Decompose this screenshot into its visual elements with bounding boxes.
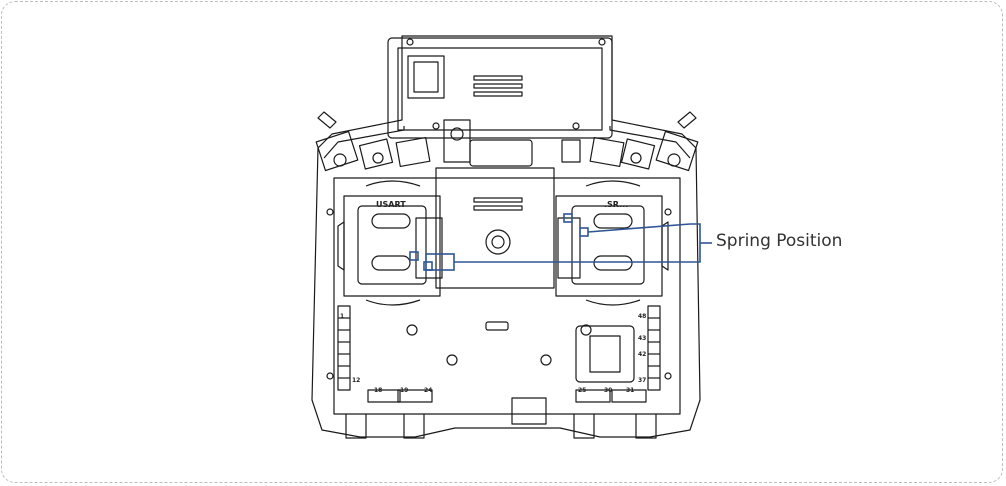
spring-marker-right-1 [563,213,573,223]
pin-label-1: 1 [340,313,344,320]
left-gimbal [337,180,443,306]
sr-label: .SR... [604,200,628,209]
bottom-connector-2 [397,389,433,403]
pin-label-18: 18 [374,387,382,394]
pin-label-24: 24 [424,387,432,394]
callout-bracket [690,223,701,263]
spring-position-label: Spring Position [716,231,843,251]
bottom-connector-3 [575,389,611,403]
pin-label-43: 43 [638,335,646,342]
lower-right-module [575,325,635,383]
left-shoulder-switches [315,111,431,172]
pin-label-12: 12 [352,377,360,384]
spring-marker-left-1 [409,251,419,261]
right-gimbal [555,180,669,306]
right-side-connector [647,305,661,391]
spring-marker-right-2 [579,227,589,237]
spring-position-highlights [409,213,712,271]
usart-label: USART [376,200,406,209]
bottom-feet [345,397,657,439]
leader-line-upper [587,223,691,233]
pin-label-25: 25 [578,387,586,394]
bottom-connector-4 [611,389,647,403]
pin-label-19: 19 [400,387,408,394]
pin-label-48: 48 [638,313,646,320]
pin-label-30: 30 [604,387,612,394]
right-shoulder-switches [589,111,699,172]
screws [326,38,672,380]
left-side-connector [337,305,351,391]
pin-label-42: 42 [638,351,646,358]
transmitter-body-outline [311,35,701,438]
usb-connector [469,139,533,167]
main-pcb [333,177,681,415]
pin-label-31: 31 [626,387,634,394]
pin-label-37: 37 [638,377,646,384]
top-display-housing [387,37,613,139]
bottom-connector-1 [367,389,401,403]
